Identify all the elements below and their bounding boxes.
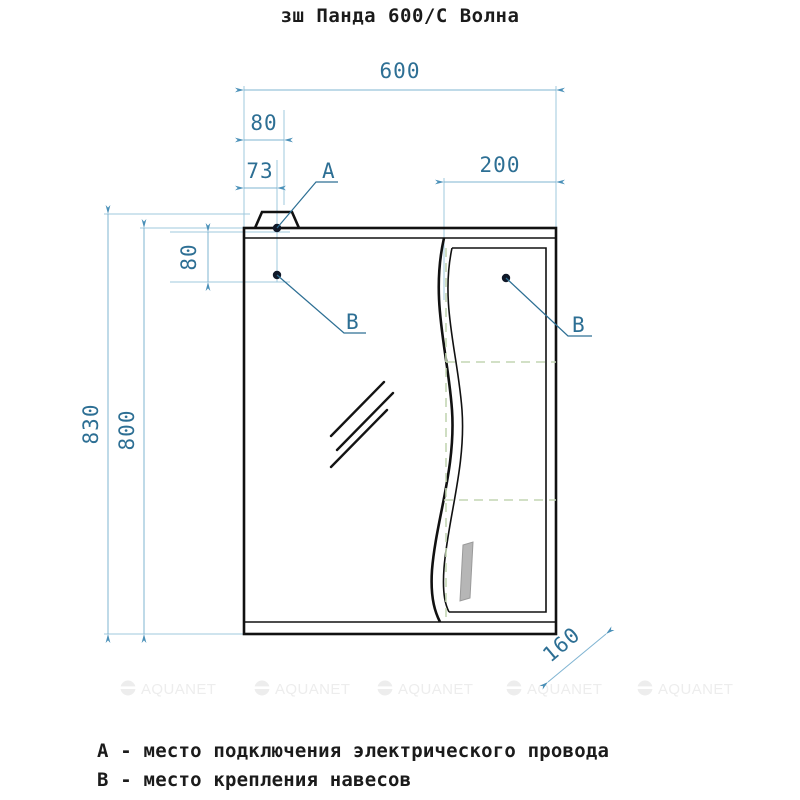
door-wave-edge-outer (430, 237, 454, 623)
dimension-width-600: 600 (235, 59, 565, 93)
leader-a: A (276, 159, 338, 229)
dimension-label-200: 200 (480, 153, 521, 177)
door-wave-edge-inner (442, 247, 464, 613)
marker-label-b-left: B (346, 310, 359, 334)
legend-line-a: A - место подключения электрического про… (97, 740, 609, 762)
watermark-label: AQUANET (141, 681, 216, 698)
watermark-row: AQUANET AQUANET AQUANET AQUANET AQUANET (120, 680, 733, 698)
leader-b-right: B (505, 277, 592, 337)
dimension-height-800: 800 (115, 219, 147, 643)
dimension-label-800: 800 (115, 410, 139, 451)
dimension-label-830: 830 (79, 404, 103, 445)
dimension-label-80-top: 80 (250, 111, 277, 135)
dimension-mount-80: 80 (177, 223, 211, 291)
dimension-offset-80: 80 (235, 111, 293, 143)
door-frame (449, 247, 547, 613)
marker-label-a: A (322, 159, 335, 183)
watermark-item: AQUANET (120, 680, 216, 698)
watermark-item: AQUANET (637, 680, 733, 698)
dimension-label-600: 600 (380, 59, 421, 83)
watermark-item: AQUANET (377, 680, 473, 698)
cabinet-body (242, 226, 558, 636)
dimension-door-200: 200 (435, 153, 565, 185)
watermark-label: AQUANET (275, 681, 350, 698)
watermark-item: AQUANET (254, 680, 350, 698)
dimension-label-80-mount: 80 (177, 243, 201, 270)
legend-line-b: B - место крепления навесов (97, 769, 411, 791)
watermark-item: AQUANET (506, 680, 602, 698)
page-title: зш Панда 600/С Волна (281, 5, 520, 27)
leader-b-left: B (276, 274, 366, 334)
dimension-height-830: 830 (79, 205, 111, 643)
dimension-label-160: 160 (538, 622, 585, 667)
mirror-reflection-lines (329, 380, 395, 469)
electrical-mount-shape (253, 210, 301, 229)
door-handle (459, 541, 474, 602)
dimension-depth-160: 160 (538, 622, 615, 690)
dimension-offset-73: 73 (235, 159, 286, 191)
marker-label-b-right: B (572, 313, 585, 337)
wave-door (430, 237, 556, 623)
legend: A - место подключения электрического про… (97, 740, 609, 791)
watermark-label: AQUANET (527, 681, 602, 698)
dimension-label-73: 73 (246, 159, 273, 183)
cabinet-outline (242, 226, 558, 636)
watermark-label: AQUANET (398, 681, 473, 698)
watermark-label: AQUANET (658, 681, 733, 698)
